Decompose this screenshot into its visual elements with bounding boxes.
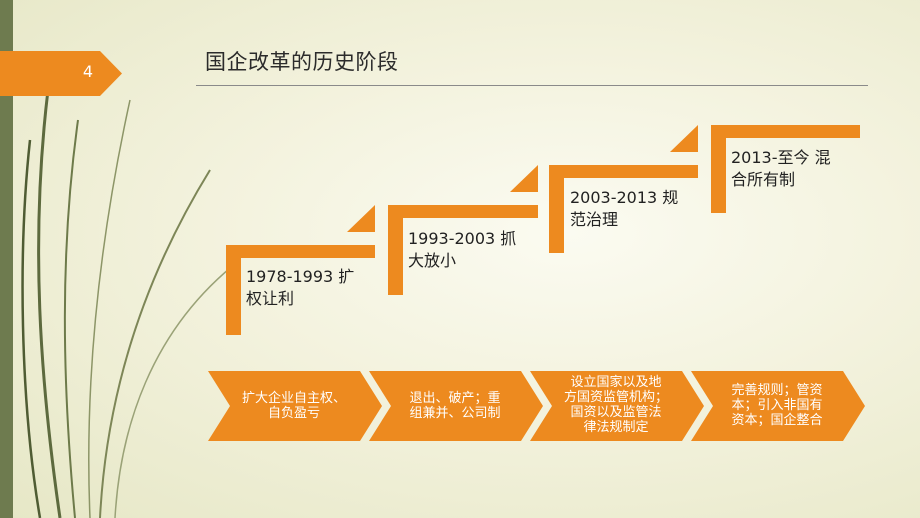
measure-3-line-2: 方国资监管机构；: [563, 390, 668, 405]
measure-3-line-4: 律法规制定: [583, 420, 649, 435]
page-title: 国企改革的历史阶段: [205, 50, 399, 74]
stage-label-2: 1993-2003 抓 大放小: [408, 228, 516, 272]
measures-chevrons: [208, 371, 865, 441]
stair-step-3: [549, 125, 698, 253]
measure-4-line-3: 资本；国企整合: [731, 413, 823, 428]
stage-2-line-1: 1993-2003 抓: [408, 229, 517, 248]
stair-step-1: [226, 205, 375, 335]
measure-text-4: 完善规则；管资 本；引入非国有 资本；国企整合: [715, 383, 839, 428]
measure-1-line-2: 自负盈亏: [267, 406, 320, 421]
stage-4-line-2: 合所有制: [731, 170, 796, 189]
stage-1-line-2: 权让利: [246, 289, 295, 308]
stage-3-line-1: 2003-2013 规: [570, 188, 679, 207]
page-number-arrow: [0, 51, 122, 96]
stage-1-line-1: 1978-1993 扩: [246, 267, 355, 286]
measure-chevron-4: [691, 371, 865, 441]
measure-chevron-3: [530, 371, 704, 441]
measure-text-2: 退出、破产；重 组兼并、公司制: [393, 391, 517, 421]
stage-2-line-2: 大放小: [408, 251, 457, 270]
measure-text-3: 设立国家以及地 方国资监管机构； 国资以及监管法 律法规制定: [554, 375, 678, 435]
stage-4-line-1: 2013-至今 混: [731, 148, 831, 167]
measure-1-line-1: 扩大企业自主权、: [241, 391, 346, 406]
stair-step-4: [711, 125, 860, 213]
measure-3-line-1: 设立国家以及地: [570, 375, 662, 390]
measure-chevron-1: [208, 371, 382, 441]
stage-3-line-2: 范治理: [570, 210, 619, 229]
stair-step-2: [388, 165, 538, 295]
measure-text-1: 扩大企业自主权、 自负盈亏: [232, 391, 356, 421]
stage-label-1: 1978-1993 扩 权让利: [246, 266, 354, 310]
measure-3-line-3: 国资以及监管法: [570, 405, 662, 420]
measure-2-line-1: 退出、破产；重: [409, 391, 501, 406]
measure-chevron-2: [369, 371, 543, 441]
measure-4-line-1: 完善规则；管资: [731, 383, 823, 398]
stage-label-4: 2013-至今 混 合所有制: [731, 147, 831, 191]
left-accent-bar: [0, 0, 13, 518]
decorative-grass-curves: [21, 89, 240, 518]
measure-2-line-2: 组兼并、公司制: [409, 406, 501, 421]
title-divider: [196, 85, 868, 86]
stage-label-3: 2003-2013 规 范治理: [570, 187, 678, 231]
page-number: 4: [82, 62, 94, 81]
measure-4-line-2: 本；引入非国有: [731, 398, 823, 413]
